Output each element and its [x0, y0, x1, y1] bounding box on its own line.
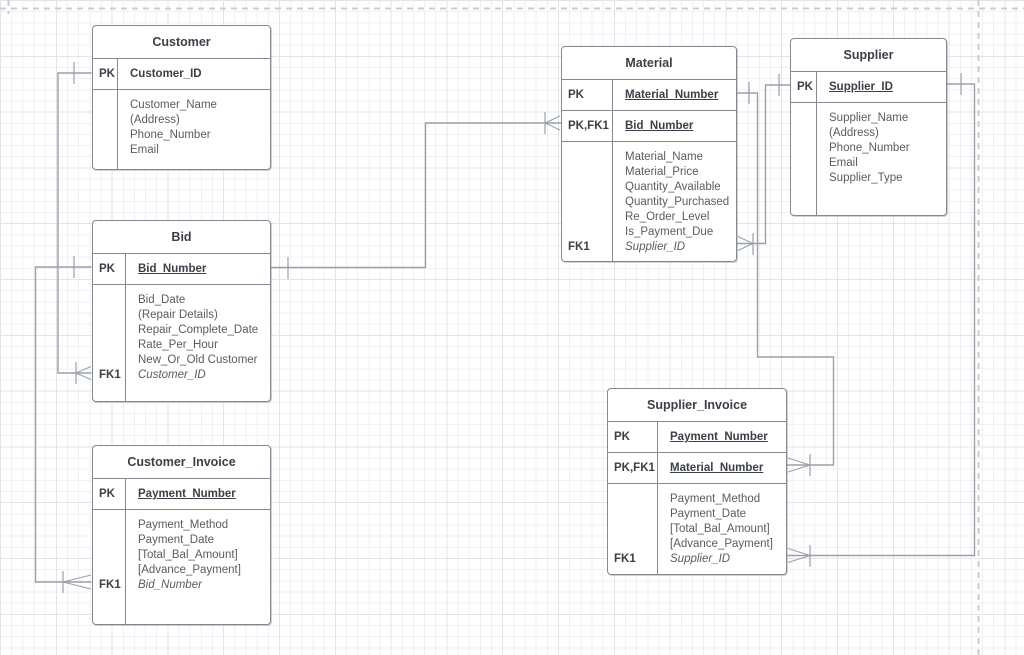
key-attribute: Material_Number — [670, 462, 764, 474]
key-row: PK Bid_Number — [93, 254, 270, 285]
entity-title: Customer — [93, 26, 270, 59]
attribute-row: (Repair Details) — [93, 308, 270, 323]
connector-line[interactable] — [737, 84, 790, 245]
relationship-material-supplier-invoice[interactable] — [737, 82, 835, 476]
attribute-row: [Total_Bal_Amount] — [608, 522, 786, 537]
attribute-section: Supplier_Name (Address) Phone_Number Ema… — [791, 103, 946, 215]
crows-foot — [787, 548, 811, 563]
attribute-row: Is_Payment_Due — [562, 225, 736, 240]
attribute-row: Quantity_Purchased — [562, 195, 736, 210]
attribute-row: Payment_Date — [608, 507, 786, 522]
entity-customer[interactable]: Customer PK Customer_ID Customer_Name (A… — [92, 25, 271, 170]
attribute-row: Supplier_Name — [791, 111, 946, 126]
attribute-row: Payment_Method — [608, 492, 786, 507]
attribute-section: Material_Name Material_Price Quantity_Av… — [562, 142, 736, 261]
key-row: PK,FK1 Bid_Number — [562, 111, 736, 142]
crows-foot — [75, 366, 92, 380]
relationship-bid-customer-invoice[interactable] — [34, 256, 92, 593]
key-attribute: Bid_Number — [625, 120, 694, 132]
attribute-row: [Total_Bal_Amount] — [93, 548, 270, 563]
key-row: PK Customer_ID — [93, 59, 270, 90]
attribute-row: Email — [93, 143, 270, 158]
key-row: PK Payment_Number — [93, 479, 270, 510]
attribute-row: Rate_Per_Hour — [93, 338, 270, 353]
attribute-row: [Advance_Payment] — [608, 537, 786, 552]
key-label: PK — [791, 72, 817, 102]
entity-title: Material — [562, 47, 736, 80]
key-attribute: Payment_Number — [138, 488, 236, 500]
attribute-row: (Address) — [791, 126, 946, 141]
key-attribute: Material_Number — [625, 89, 719, 101]
crows-foot — [544, 115, 561, 131]
attribute-row: [Advance_Payment] — [93, 563, 270, 578]
attribute-section: Customer_Name (Address) Phone_Number Ema… — [93, 90, 270, 169]
entity-title: Supplier — [791, 39, 946, 72]
entity-supplier[interactable]: Supplier PK Supplier_ID Supplier_Name (A… — [790, 38, 947, 216]
relationship-customer-bid[interactable] — [57, 62, 92, 384]
key-attribute: Payment_Number — [670, 431, 768, 443]
attribute-row: Supplier_Type — [791, 171, 946, 186]
attribute-row: New_Or_Old Customer — [93, 353, 270, 368]
attribute-section: Bid_Date (Repair Details) Repair_Complet… — [93, 285, 270, 401]
attribute-row: (Address) — [93, 113, 270, 128]
key-row: PK,FK1 Material_Number — [608, 453, 786, 484]
attribute-row: Re_Order_Level — [562, 210, 736, 225]
entity-bid[interactable]: Bid PK Bid_Number Bid_Date (Repair Detai… — [92, 220, 271, 402]
attribute-section: Payment_Method Payment_Date [Total_Bal_A… — [93, 510, 270, 624]
key-row: PK Payment_Number — [608, 422, 786, 453]
crows-foot — [787, 457, 811, 473]
key-attribute: Supplier_ID — [829, 81, 893, 93]
attribute-row: Phone_Number — [791, 141, 946, 156]
key-attribute: Bid_Number — [138, 263, 207, 275]
attribute-row: Quantity_Available — [562, 180, 736, 195]
crows-foot — [62, 574, 92, 590]
entity-title: Customer_Invoice — [93, 446, 270, 479]
crows-foot — [737, 236, 754, 251]
key-label: PK — [93, 479, 126, 509]
attribute-row: Phone_Number — [93, 128, 270, 143]
key-label: PK — [93, 59, 118, 89]
entity-supplier-invoice[interactable]: Supplier_Invoice PK Payment_Number PK,FK… — [607, 388, 787, 575]
attribute-row: Customer_Name — [93, 98, 270, 113]
connector-line[interactable] — [57, 72, 92, 374]
key-label: PK,FK1 — [562, 111, 613, 141]
attribute-row: Material_Name — [562, 150, 736, 165]
key-label: PK — [608, 422, 658, 452]
connector-line[interactable] — [271, 122, 561, 269]
key-row: PK Material_Number — [562, 80, 736, 111]
key-label: PK — [562, 80, 613, 110]
connector-line[interactable] — [34, 266, 92, 583]
key-row: PK Supplier_ID — [791, 72, 946, 103]
key-label: PK,FK1 — [608, 453, 658, 483]
attribute-section: Payment_Method Payment_Date [Total_Bal_A… — [608, 484, 786, 574]
entity-material[interactable]: Material PK Material_Number PK,FK1 Bid_N… — [561, 46, 737, 262]
relationship-bid-material[interactable] — [271, 112, 561, 279]
attribute-row: Payment_Date — [93, 533, 270, 548]
key-label: PK — [93, 254, 126, 284]
relationship-supplier-material[interactable] — [737, 74, 790, 255]
relationship-supplier-supplier-invoice[interactable] — [787, 73, 976, 567]
entity-title: Supplier_Invoice — [608, 389, 786, 422]
attribute-row: Bid_Date — [93, 293, 270, 308]
connector-line[interactable] — [737, 92, 835, 466]
key-attribute: Customer_ID — [130, 68, 202, 80]
entity-title: Bid — [93, 221, 270, 254]
attribute-row: Material_Price — [562, 165, 736, 180]
attribute-row: Payment_Method — [93, 518, 270, 533]
entity-customer-invoice[interactable]: Customer_Invoice PK Payment_Number Payme… — [92, 445, 271, 625]
attribute-row: Email — [791, 156, 946, 171]
attribute-row: Repair_Complete_Date — [93, 323, 270, 338]
